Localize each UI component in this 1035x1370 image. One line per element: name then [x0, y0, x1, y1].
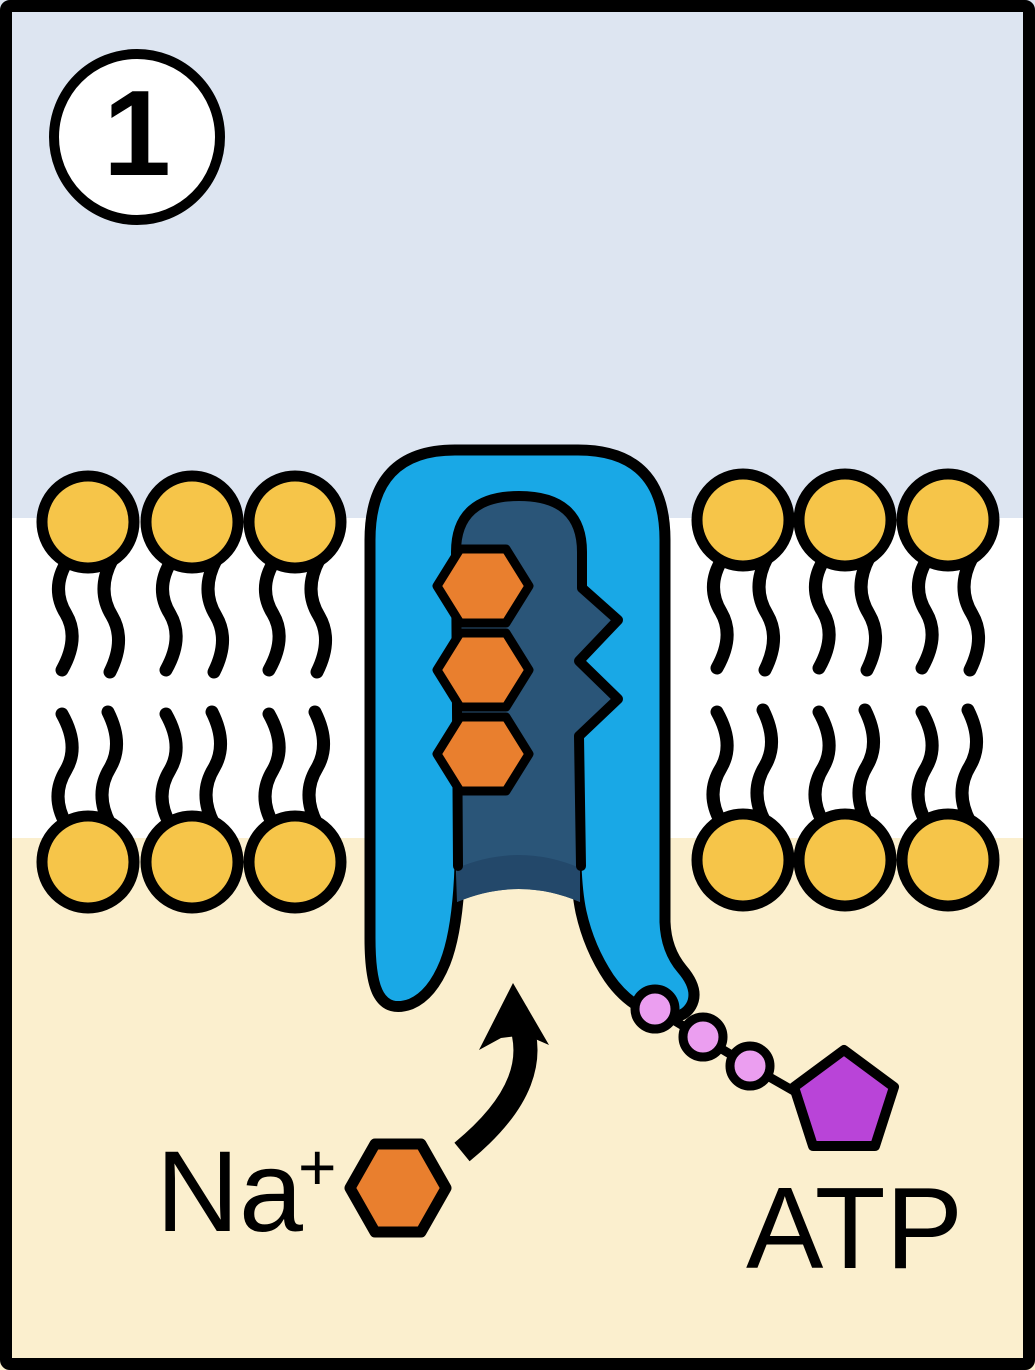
phosphate-bead-icon	[678, 1012, 728, 1062]
phospholipid-icon	[691, 468, 795, 677]
phosphate-bead-icon	[725, 1041, 775, 1091]
step-badge: 1	[49, 49, 225, 225]
sodium-ion-icon	[432, 544, 534, 628]
phospholipid-icon	[243, 470, 347, 679]
lipid-bilayer-top-left	[36, 470, 347, 679]
na-entry-arrow	[454, 983, 549, 1162]
phospholipid-icon	[896, 468, 1000, 677]
pump-cavity-outline	[451, 491, 623, 871]
arrow-head-icon	[479, 983, 549, 1050]
sodium-ion-icon	[432, 712, 534, 796]
sodium-ion-icon	[432, 628, 534, 712]
atp-label: ATP	[746, 1163, 963, 1293]
phospholipid-icon	[36, 705, 140, 914]
phospholipid-icon	[691, 703, 795, 912]
cavity-shadow	[457, 855, 580, 902]
phospholipid-icon	[793, 703, 897, 912]
free-sodium-ion-icon	[344, 1138, 452, 1238]
step-number: 1	[103, 65, 171, 201]
sodium-label: Na	[156, 1128, 303, 1256]
phospholipid-icon	[36, 470, 140, 679]
phospholipid-icon	[896, 703, 1000, 912]
phosphate-bead-icon	[630, 984, 680, 1034]
lipid-bilayer-top-right	[691, 468, 1000, 677]
atp-molecule	[630, 984, 899, 1151]
lipid-bilayer-bottom-right	[691, 703, 1000, 912]
phospholipid-icon	[140, 705, 244, 914]
atp-pentagon-icon	[789, 1045, 899, 1151]
step-badge-circle	[49, 49, 225, 225]
sodium-charge-label: +	[298, 1130, 337, 1204]
phospholipid-icon	[243, 705, 347, 914]
phospholipid-icon	[140, 470, 244, 679]
bound-sodium-ions	[432, 544, 534, 796]
phospholipid-icon	[793, 468, 897, 677]
lipid-bilayer-bottom-left	[36, 705, 347, 914]
